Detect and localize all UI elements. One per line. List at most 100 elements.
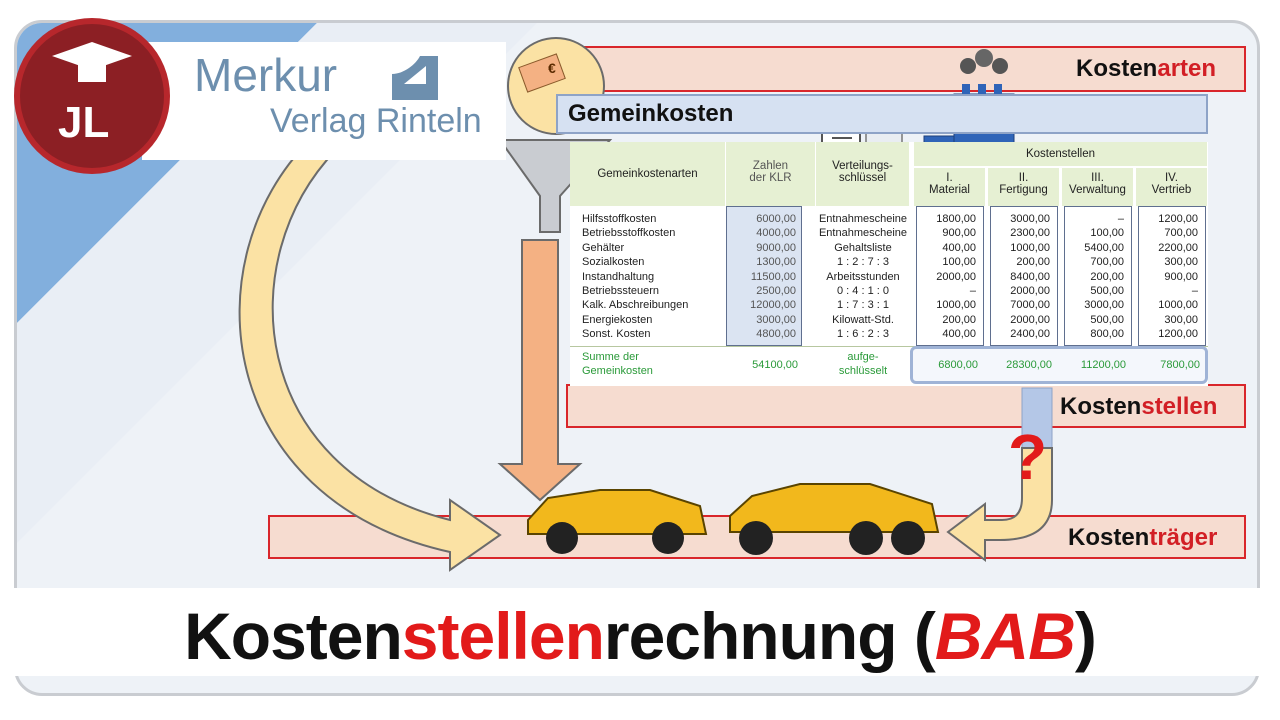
sum-key-line2: schlüsselt — [838, 365, 888, 378]
fertigung-column — [990, 206, 1058, 346]
euro-note-label: € — [548, 60, 556, 76]
cell-key: Gehaltsliste — [834, 241, 892, 254]
kostentraeger-label-plain: Kosten — [1068, 524, 1150, 551]
header-material-num: I. — [946, 172, 953, 184]
cell-art: Betriebsstoffkosten — [582, 227, 676, 240]
logo-brand-line1: Merkur — [194, 49, 338, 101]
header-verteilung: Verteilungs- schlüssel — [816, 142, 910, 206]
curved-arrow-left — [238, 138, 502, 572]
sum-verwaltung: 11200,00 — [1080, 359, 1126, 371]
kostenarten-label-highlight: arten — [1157, 55, 1217, 82]
kostenstellen-label-highlight: stellen — [1141, 393, 1218, 420]
material-column — [916, 206, 984, 346]
logo-flag-icon — [392, 56, 438, 100]
cell-vertrieb: 700,00 — [1164, 227, 1198, 240]
klr-column — [726, 206, 802, 346]
header-fertigung: II. Fertigung — [988, 168, 1060, 206]
cell-material: 2000,00 — [936, 270, 976, 283]
title-part2: stellen — [401, 599, 605, 673]
cell-klr: 6000,00 — [756, 213, 796, 225]
cell-material: – — [969, 285, 976, 297]
cell-art: Instandhaltung — [582, 270, 655, 283]
kostentraeger-label: Kostenträger — [1068, 524, 1217, 552]
cell-klr: 11500,00 — [750, 270, 796, 283]
kostenstellen-label: Kostenstellen — [1060, 393, 1217, 421]
cell-klr: 3000,00 — [756, 313, 796, 326]
cell-material: 900,00 — [942, 227, 976, 240]
sum-vertrieb: 7800,00 — [1160, 359, 1200, 371]
kostenarten-band — [566, 46, 1246, 92]
cell-klr: 4800,00 — [756, 328, 796, 341]
cell-vertrieb: 1200,00 — [1158, 328, 1198, 341]
cell-material: 1800,00 — [936, 213, 976, 225]
cell-art: Sonst. Kosten — [582, 328, 651, 341]
kostenarten-label-plain: Kosten — [1076, 55, 1158, 82]
cell-verwaltung: 3000,00 — [1084, 299, 1124, 312]
gemeinkosten-label: Gemeinkosten — [568, 100, 734, 127]
cell-verwaltung: 100,00 — [1090, 227, 1124, 240]
header-material: I. Material — [914, 168, 986, 206]
cell-material: 200,00 — [942, 313, 976, 326]
cell-fertigung: 200,00 — [1016, 256, 1050, 269]
header-vertrieb: IV. Vertrieb — [1136, 168, 1208, 206]
sum-highlight-box — [910, 346, 1208, 384]
cell-material: 100,00 — [942, 256, 976, 269]
cell-material: 400,00 — [942, 241, 976, 254]
cell-key: 1 : 7 : 3 : 1 — [837, 299, 889, 312]
cell-fertigung: 2300,00 — [1010, 227, 1050, 240]
vertrieb-column — [1138, 206, 1206, 346]
kostenarten-label: Kostenarten — [1076, 55, 1216, 83]
cell-fertigung: 2000,00 — [1010, 313, 1050, 326]
cell-key: Entnahmescheine — [818, 227, 908, 240]
sum-label: Summe der Gemeinkosten — [582, 350, 653, 379]
kostentraeger-label-highlight: träger — [1149, 524, 1218, 551]
cell-key: 1 : 2 : 7 : 3 — [837, 256, 889, 269]
cell-verwaltung: 200,00 — [1090, 270, 1124, 283]
jl-badge-text: JL — [58, 98, 110, 147]
cell-klr: 12000,00 — [750, 299, 796, 312]
header-zahlen: Zahlen der KLR — [726, 142, 816, 206]
merkur-logo: Merkur Verlag Rinteln — [142, 42, 506, 160]
title-part3: rechnung ( — [603, 599, 936, 673]
cell-verwaltung: 500,00 — [1090, 285, 1124, 297]
sum-label-line2: Gemeinkosten — [582, 365, 653, 378]
header-vertrieb-num: IV. — [1164, 172, 1178, 184]
header-kostenstellen: Kostenstellen — [914, 142, 1208, 166]
header-verteilung-line1: Verteilungs- — [832, 160, 893, 172]
gemeinkosten-bar: Gemeinkosten — [556, 94, 1208, 134]
sum-key: aufge- schlüsselt — [816, 350, 910, 379]
header-verwaltung: III. Verwaltung — [1062, 168, 1134, 206]
sum-row-divider — [570, 346, 1208, 347]
cell-fertigung: 8400,00 — [1010, 270, 1050, 283]
cell-fertigung: 3000,00 — [1010, 213, 1050, 225]
cell-vertrieb: 300,00 — [1164, 313, 1198, 326]
logo-brand-line2: Verlag Rinteln — [270, 102, 482, 140]
cell-fertigung: 2400,00 — [1010, 328, 1050, 341]
cell-key: 1 : 6 : 2 : 3 — [837, 328, 889, 341]
cell-verwaltung: 5400,00 — [1084, 241, 1124, 254]
title-bar — [14, 588, 1260, 676]
cell-key: Arbeitsstunden — [826, 270, 900, 283]
header-fertigung-name: Fertigung — [999, 184, 1048, 196]
cell-key: 0 : 4 : 1 : 0 — [837, 285, 889, 297]
header-verwaltung-name: Verwaltung — [1069, 184, 1126, 196]
car-large-icon — [729, 483, 940, 555]
cell-verwaltung: 800,00 — [1090, 328, 1124, 341]
header-zahlen-line1: Zahlen — [752, 160, 789, 172]
cell-art: Energiekosten — [582, 313, 653, 326]
cell-vertrieb: 2200,00 — [1158, 241, 1198, 254]
cell-klr: 1300,00 — [756, 256, 796, 269]
verwaltung-column — [1064, 206, 1132, 346]
header-kostenstellen-text: Kostenstellen — [1025, 148, 1096, 160]
main-title: Kostenstellenrechnung (BAB) — [0, 598, 1280, 674]
cell-art: Betriebssteuern — [582, 285, 660, 297]
cell-klr: 2500,00 — [756, 285, 796, 297]
cell-verwaltung: 700,00 — [1090, 256, 1124, 269]
cell-fertigung: 2000,00 — [1010, 285, 1050, 297]
header-gemeinkostenarten: Gemeinkostenarten — [570, 142, 726, 206]
title-part4: BAB — [934, 599, 1076, 673]
header-verteilung-line2: schlüssel — [838, 172, 887, 184]
cell-fertigung: 7000,00 — [1010, 299, 1050, 312]
cell-vertrieb: 900,00 — [1164, 270, 1198, 283]
